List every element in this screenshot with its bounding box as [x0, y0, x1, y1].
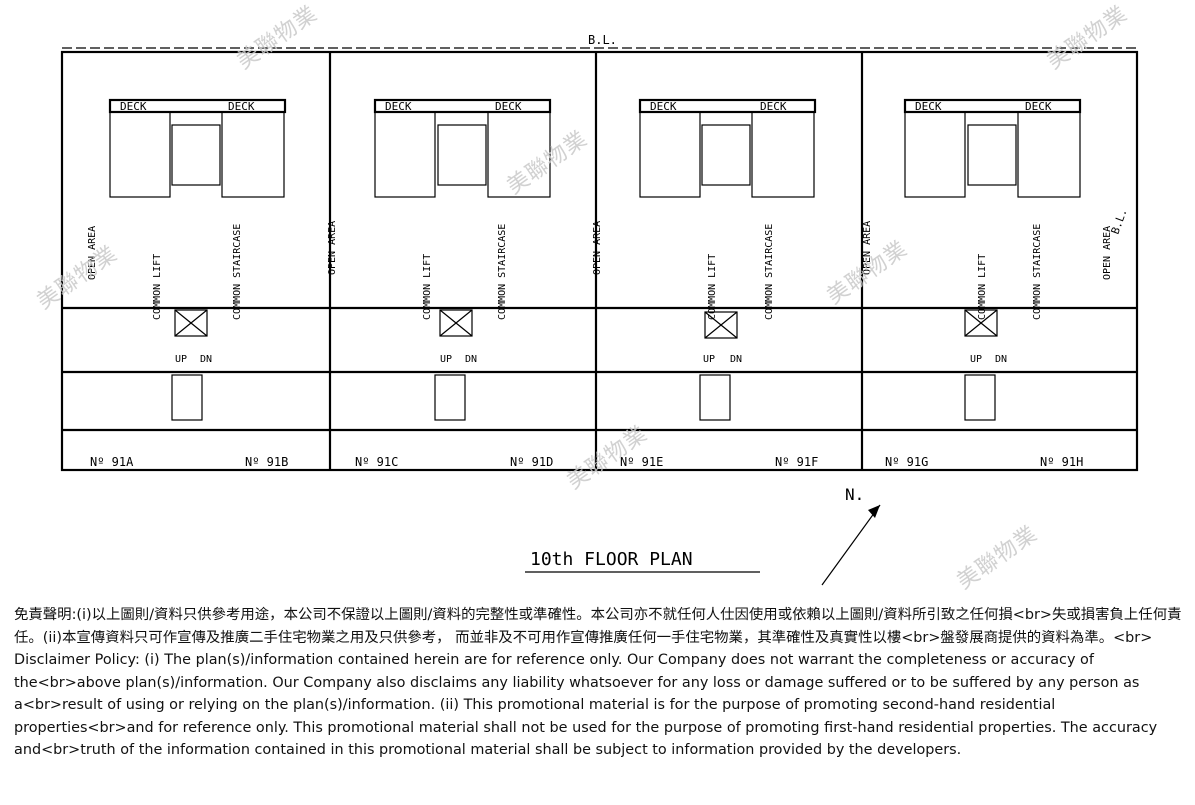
- common-staircase-label: COMMON STAIRCASE: [232, 224, 243, 320]
- up-label: UP: [175, 354, 187, 365]
- open-area-label: OPEN AREA: [1102, 226, 1113, 280]
- unit-labels: Nº 91A Nº 91B Nº 91C Nº 91D Nº 91E Nº 91…: [90, 455, 1083, 469]
- building-outline: [60, 50, 1139, 472]
- up-label: UP: [970, 354, 982, 365]
- unit-label: Nº 91G: [885, 455, 928, 469]
- open-area-label: OPEN AREA: [862, 221, 873, 275]
- up-label: UP: [440, 354, 452, 365]
- common-staircase-label: COMMON STAIRCASE: [497, 224, 508, 320]
- dn-label: DN: [465, 354, 477, 365]
- common-staircase-label: COMMON STAIRCASE: [764, 224, 775, 320]
- open-area-label: OPEN AREA: [592, 221, 603, 275]
- disclaimer-chinese: 免責聲明:(i)以上圖則/資料只供參考用途，本公司不保證以上圖則/資料的完整性或…: [14, 607, 1182, 646]
- dn-label: DN: [200, 354, 212, 365]
- common-staircase-label: COMMON STAIRCASE: [1032, 224, 1043, 320]
- open-area-label: OPEN AREA: [327, 221, 338, 275]
- north-label: N.: [845, 485, 864, 504]
- dn-label: DN: [995, 354, 1007, 365]
- block-4: DECK DECK COMMON LIFT COMMON STAIRCASE O…: [862, 98, 1113, 421]
- deck-label: DECK: [760, 100, 787, 113]
- disclaimer: 免責聲明:(i)以上圖則/資料只供參考用途，本公司不保證以上圖則/資料的完整性或…: [14, 604, 1186, 800]
- block-3: DECK DECK COMMON LIFT COMMON STAIRCASE O…: [592, 98, 817, 421]
- deck-label: DECK: [385, 100, 412, 113]
- deck-label: DECK: [650, 100, 677, 113]
- unit-label: Nº 91B: [245, 455, 288, 469]
- deck-label: DECK: [120, 100, 147, 113]
- unit-label: Nº 91H: [1040, 455, 1083, 469]
- unit-label: Nº 91F: [775, 455, 818, 469]
- unit-label: Nº 91D: [510, 455, 553, 469]
- block-2: DECK DECK COMMON LIFT COMMON STAIRCASE O…: [327, 98, 552, 421]
- common-lift-label: COMMON LIFT: [422, 254, 433, 320]
- deck-label: DECK: [495, 100, 522, 113]
- unit-label: Nº 91E: [620, 455, 663, 469]
- disclaimer-english: Disclaimer Policy: (i) The plan(s)/infor…: [14, 652, 1158, 758]
- deck-label: DECK: [1025, 100, 1052, 113]
- unit-label: Nº 91A: [90, 455, 134, 469]
- dn-label: DN: [730, 354, 742, 365]
- deck-label: DECK: [228, 100, 255, 113]
- open-area-label: OPEN AREA: [87, 226, 98, 280]
- common-lift-label: COMMON LIFT: [977, 254, 988, 320]
- unit-label: Nº 91C: [355, 455, 398, 469]
- building-line-label: B.L.: [588, 33, 617, 47]
- block-1: DECK DECK COMMON LIFT COMMON STAIRCASE O…: [87, 98, 287, 421]
- common-lift-label: COMMON LIFT: [152, 254, 163, 320]
- north-arrow: N.: [821, 485, 881, 586]
- floor-plan-drawing: B.L. B.L. DECK DECK COMMON LIFT COMMON S…: [60, 33, 1139, 586]
- up-label: UP: [703, 354, 715, 365]
- deck-label: DECK: [915, 100, 942, 113]
- floor-plan-title: 10th FLOOR PLAN: [530, 549, 693, 570]
- common-lift-label: COMMON LIFT: [707, 254, 718, 320]
